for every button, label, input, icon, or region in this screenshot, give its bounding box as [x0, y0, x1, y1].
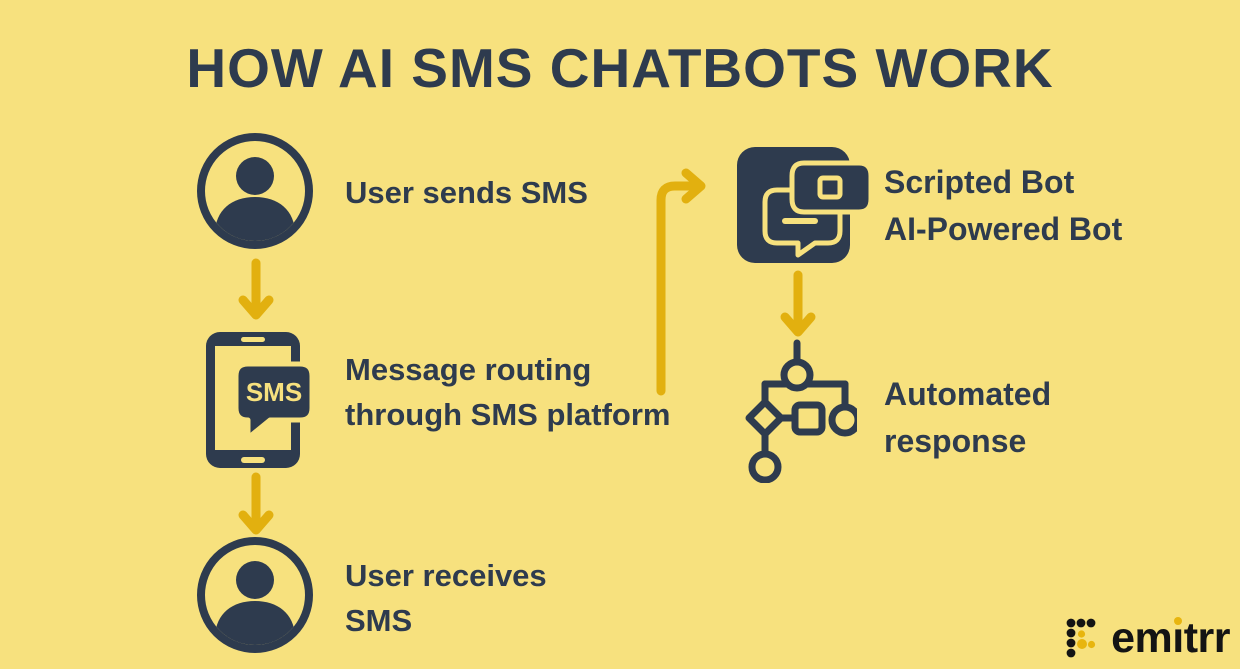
label-line: through SMS platform	[345, 397, 671, 432]
label-line: AI-Powered Bot	[884, 211, 1123, 247]
phone-sms-icon: SMS	[206, 332, 315, 468]
arrow-down-icon	[238, 258, 274, 320]
label-line: Scripted Bot	[884, 164, 1075, 200]
label-line: SMS	[345, 603, 413, 638]
user-icon	[197, 537, 313, 653]
wordmark-part: ı	[1172, 614, 1184, 662]
step-label-user-sends-sms: User sends SMS	[345, 175, 588, 210]
step-label-bot-types: Scripted Bot AI-Powered Bot	[884, 159, 1122, 253]
arrow-down-icon	[238, 472, 274, 535]
emitrr-logo-mark-icon	[1066, 618, 1096, 658]
flowchart-icon	[745, 339, 857, 483]
label-line: Message routing	[345, 352, 592, 387]
label-line: Automated	[884, 376, 1052, 412]
wordmark-part: trr	[1183, 614, 1231, 662]
step-label-automated-response: Automated response	[884, 371, 1051, 465]
wordmark-part: em	[1111, 614, 1173, 662]
chat-bot-icon	[737, 147, 874, 263]
gold-tittle-dot-icon	[1173, 617, 1182, 625]
step-label-user-receives-sms: User receives SMS	[345, 553, 547, 643]
label-line: User receives	[345, 558, 547, 593]
arrow-down-icon	[780, 270, 816, 337]
step-label-message-routing: Message routing through SMS platform	[345, 347, 670, 437]
user-icon	[197, 133, 313, 249]
wordmark-i: ı	[1172, 614, 1184, 662]
label-line: response	[884, 423, 1027, 459]
sms-bubble-text: SMS	[246, 377, 302, 407]
page-title: HOW AI SMS CHATBOTS WORK	[186, 37, 1054, 99]
